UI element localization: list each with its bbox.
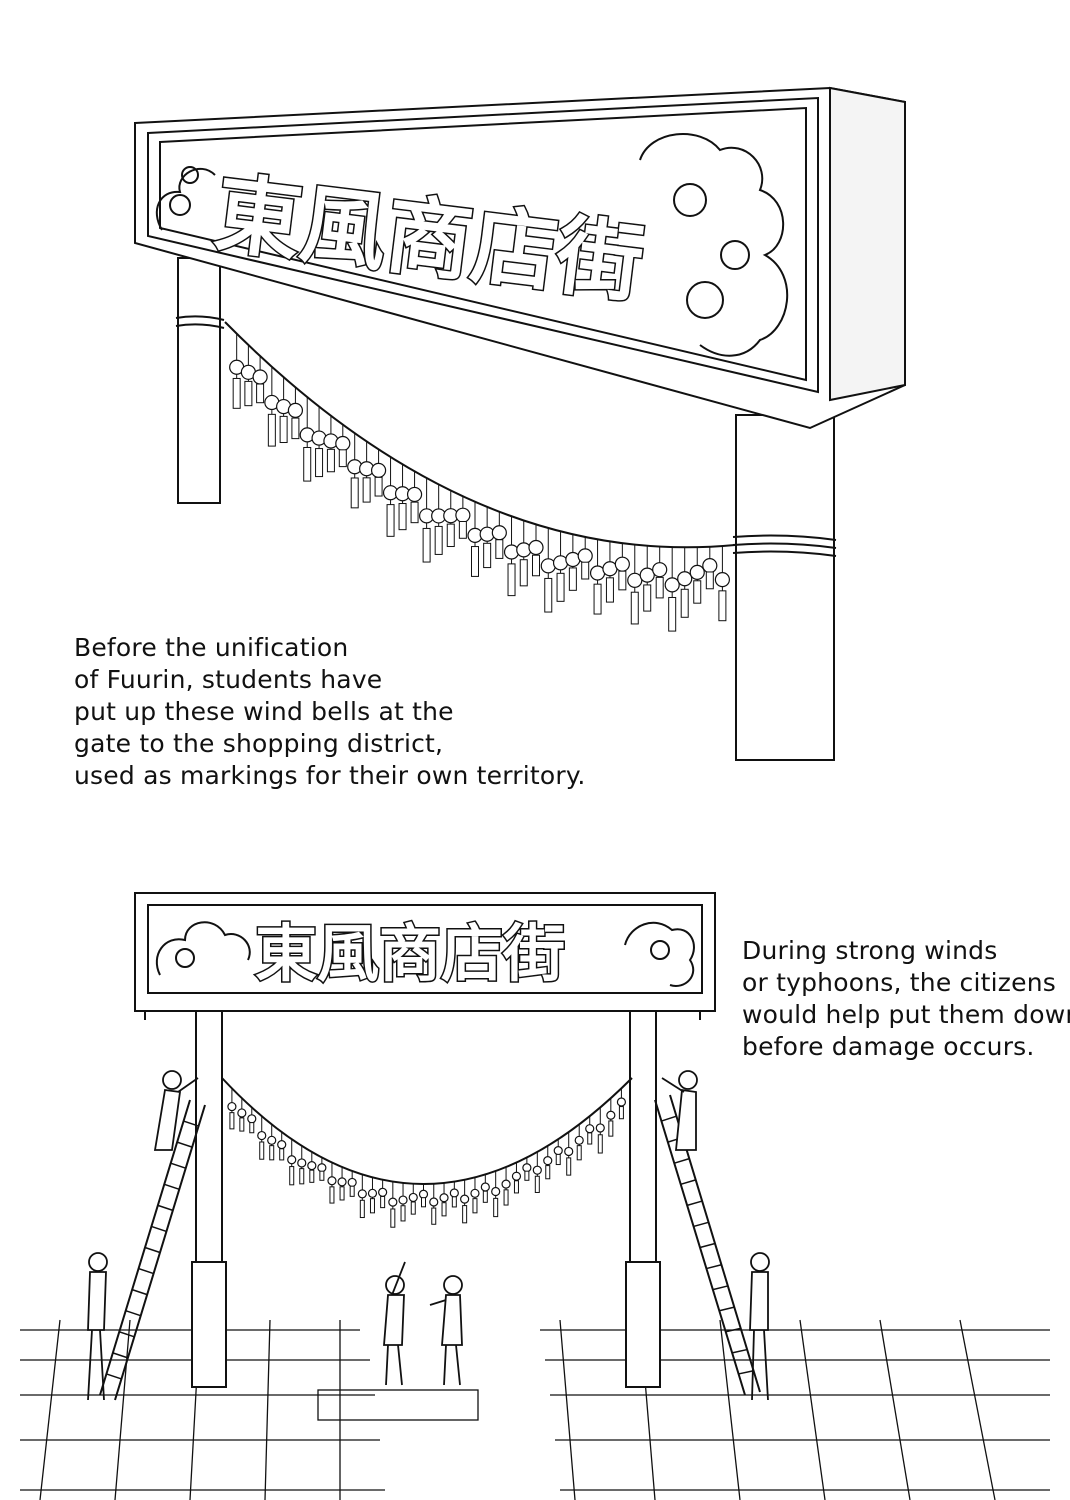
bottom-cloud-right (624, 921, 695, 987)
bottom-pavement (20, 1319, 1050, 1500)
bottom-gate: 東風商店街 (20, 892, 1050, 1500)
top-caption: Before the unification of Fuurin, studen… (74, 632, 585, 792)
left-ladder (99, 1099, 206, 1401)
right-ladder (654, 1094, 761, 1396)
worker-top-right (661, 1070, 698, 1151)
top-left-pillar (177, 257, 221, 504)
worker-figures (87, 1070, 770, 1401)
top-caption-line: of Fuurin, students have (74, 665, 383, 694)
top-caption-line: used as markings for their own territory… (74, 761, 586, 790)
worker-center-right (429, 1275, 463, 1386)
bottom-caption-line: During strong winds (742, 936, 998, 965)
top-right-pillar (735, 414, 835, 761)
bottom-mat (317, 1389, 479, 1421)
bottom-cloud-left (155, 921, 251, 976)
bottom-sign-box (134, 892, 716, 1020)
top-caption-line: Before the unification (74, 633, 349, 662)
bottom-sign-text: 東風商店街 (255, 917, 565, 990)
top-caption-line: put up these wind bells at the (74, 697, 454, 726)
bottom-caption: During strong winds or typhoons, the cit… (742, 935, 1070, 1063)
top-cloud-right (639, 133, 789, 357)
worker-top-left (153, 1070, 199, 1151)
worker-bottom-right (749, 1252, 770, 1401)
top-bell-rope (224, 321, 736, 549)
bottom-caption-line: would help put them down (742, 1000, 1070, 1029)
top-right-rope-wrap (732, 534, 837, 557)
top-left-rope-wrap (175, 315, 225, 329)
top-cloud-left (155, 166, 216, 231)
worker-center-left (383, 1261, 406, 1386)
bottom-wind-bells (227, 1088, 627, 1228)
top-sign-box (134, 86, 906, 430)
top-caption-line: gate to the shopping district, (74, 729, 444, 758)
top-wind-bells (229, 333, 730, 632)
bottom-caption-line: or typhoons, the citizens (742, 968, 1056, 997)
bottom-caption-line: before damage occurs. (742, 1032, 1035, 1061)
worker-bottom-left (87, 1252, 108, 1401)
